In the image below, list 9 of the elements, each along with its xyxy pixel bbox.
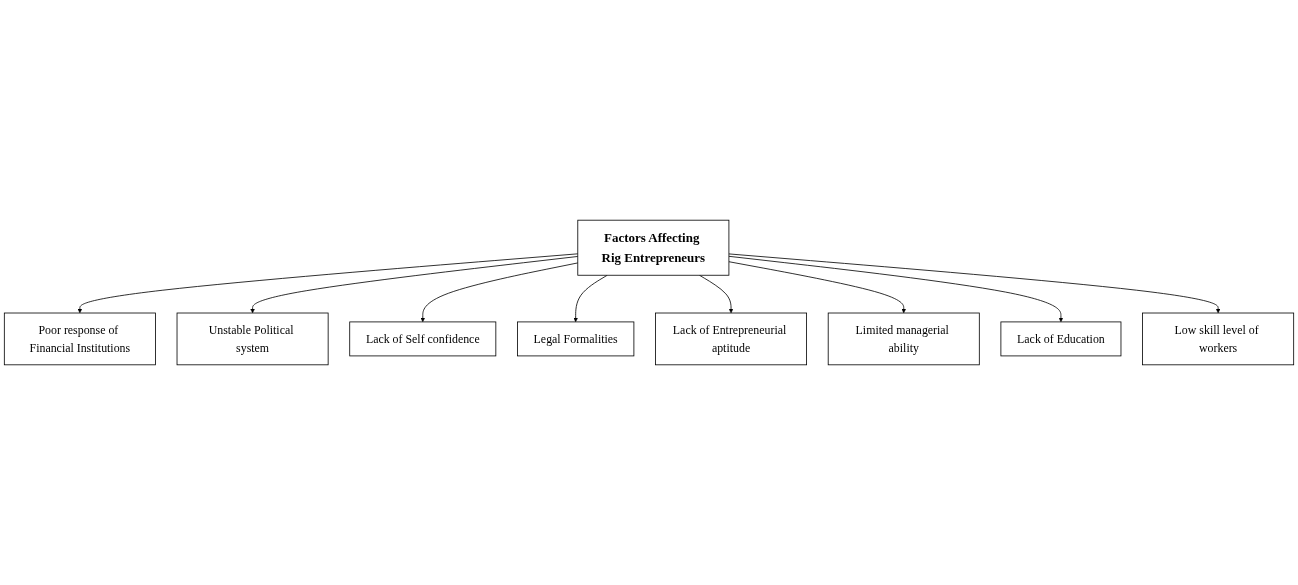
node-box: Low skill level of workers [1142,312,1295,366]
node-box: Poor response of Financial Institutions [3,312,156,366]
node-box: Unstable Political system [176,312,329,366]
node-box: Lack of Education [1000,321,1122,357]
node-box: Factors Affecting Rig Entrepreneurs [577,219,730,276]
node-box: Legal Formalities [517,321,635,357]
node-box: Lack of Entrepreneurial aptitude [655,312,807,366]
node-box: Limited managerial ability [827,312,980,366]
node-box: Lack of Self confidence [349,321,497,357]
